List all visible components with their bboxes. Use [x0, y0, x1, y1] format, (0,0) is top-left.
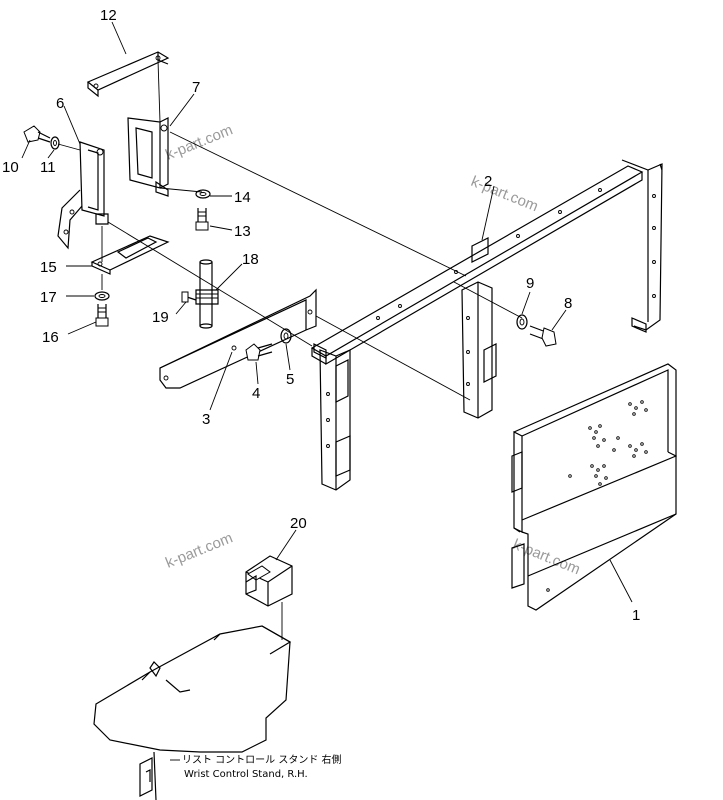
part-1-side-panel: [511, 363, 677, 611]
label-8: 8: [564, 295, 572, 312]
watermark-top-left: k-part.com: [163, 121, 235, 163]
label-9: 9: [526, 275, 534, 292]
label-20: 20: [290, 515, 307, 532]
part-9-washer: [516, 314, 528, 330]
label-4: 4: [252, 385, 260, 402]
part-5-washer: [280, 328, 292, 344]
label-10: 10: [2, 159, 19, 176]
label-14: 14: [234, 189, 251, 206]
part-11-washer: [50, 136, 60, 150]
part-12-bracket-plate: [86, 51, 170, 98]
part-19-screw: [181, 291, 197, 303]
part-14-washer: [195, 189, 211, 199]
label-7: 7: [192, 79, 200, 96]
label-16: 16: [42, 329, 59, 346]
leader-1: [609, 559, 633, 603]
label-13: 13: [234, 223, 251, 240]
label-6: 6: [56, 95, 64, 112]
part-7-frame-bracket: [127, 117, 169, 197]
caption-japanese: リスト コントロール スタンド 右側: [182, 753, 342, 766]
label-19: 19: [152, 309, 169, 326]
leader-12-to-7: [157, 59, 161, 123]
part-13-bolt: [195, 208, 209, 231]
leader-7-to-14: [159, 187, 203, 193]
watermark-top-right: k-part.com: [469, 173, 541, 215]
leader-3-to-frame: [315, 315, 471, 401]
label-15: 15: [40, 259, 57, 276]
wrist-control-stand: [93, 625, 292, 800]
label-18: 18: [242, 251, 259, 268]
part-3-long-bracket: [159, 288, 317, 389]
label-11: 11: [40, 159, 56, 176]
caption-english: Wrist Control Stand, R.H.: [184, 769, 308, 780]
part-15-base-plate: [90, 235, 170, 275]
panel-hole-pattern: [546, 400, 648, 592]
label-3: 3: [202, 411, 210, 428]
leader-10-to-6: [57, 143, 81, 151]
part-2-main-frame: [310, 159, 663, 491]
part-16-bolt: [95, 304, 109, 327]
part-20-switch-box: [245, 555, 293, 607]
part-18-rod-clamp: [195, 259, 219, 329]
leader-6-to-frame: [107, 221, 313, 347]
label-2: 2: [484, 173, 492, 190]
label-leaders: [21, 21, 567, 561]
part-10-bolt: [23, 125, 51, 143]
label-17: 17: [40, 289, 57, 306]
part-6-side-bracket: [57, 141, 109, 250]
part-8-bolt: [529, 325, 557, 347]
label-12: 12: [100, 7, 117, 24]
part-17-washer: [94, 291, 110, 301]
leader-7-to-frame: [169, 131, 467, 277]
watermark-bottom-left: k-part.com: [163, 529, 235, 571]
part-4-bolt: [245, 343, 273, 361]
label-5: 5: [286, 371, 294, 388]
leader-frame-to-9: [453, 281, 523, 319]
label-1: 1: [632, 607, 640, 624]
